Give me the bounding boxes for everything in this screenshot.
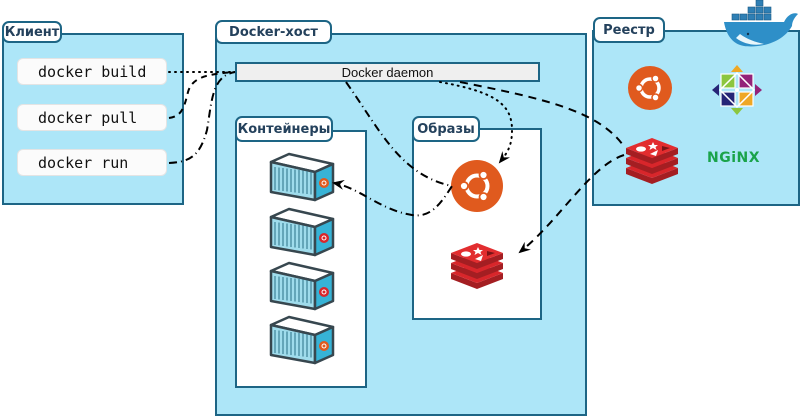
docker-pull-command[interactable]: docker pull <box>17 104 167 131</box>
registry-ubuntu-icon <box>628 66 672 110</box>
registry-nginx-logo: NGiNX <box>707 150 761 166</box>
docker-whale-icon <box>724 0 798 47</box>
registry-centos-icon <box>712 65 762 115</box>
client-title: Клиент <box>2 21 62 43</box>
images-box <box>412 128 542 320</box>
docker-daemon[interactable]: Docker daemon <box>235 62 540 82</box>
docker-build-command[interactable]: docker build <box>17 58 167 85</box>
registry-title: Реестр <box>593 17 665 43</box>
image-redis-icon[interactable] <box>449 243 505 289</box>
containers-title: Контейнеры <box>235 116 333 142</box>
container-icon[interactable] <box>269 207 335 259</box>
container-icon[interactable] <box>269 261 335 313</box>
registry-panel <box>592 30 800 206</box>
docker-run-command[interactable]: docker run <box>17 149 167 176</box>
container-icon[interactable] <box>269 152 335 204</box>
images-title: Образы <box>412 116 480 142</box>
registry-redis-icon <box>626 138 678 184</box>
image-ubuntu-icon[interactable] <box>450 159 504 213</box>
container-icon[interactable] <box>269 315 335 367</box>
docker-host-title: Docker-хост <box>215 20 332 44</box>
